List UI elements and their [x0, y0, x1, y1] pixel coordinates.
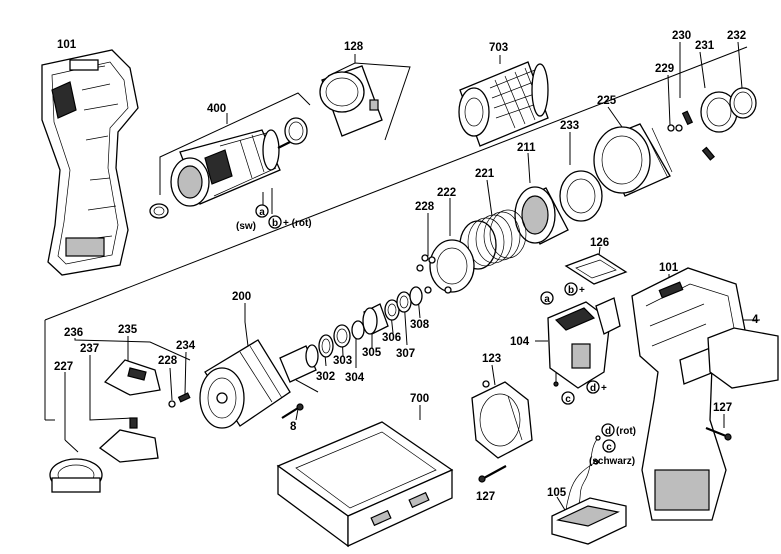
label-231: 231: [695, 40, 715, 52]
left-housing-half: [41, 49, 139, 276]
small-parts-234: [168, 392, 191, 408]
label-235: 235: [118, 324, 138, 336]
label-303: 303: [333, 355, 352, 367]
marker-motor-b: b: [272, 218, 278, 229]
label-307: 307: [396, 348, 415, 360]
label-228-left: 228: [158, 355, 178, 367]
marker-circle-switch-b: [564, 282, 578, 296]
ring-series-300: [318, 286, 423, 358]
label-703: 703: [489, 42, 508, 54]
label-225: 225: [597, 95, 617, 107]
label-230: 230: [672, 30, 691, 42]
label-302: 302: [316, 371, 335, 383]
marker-switch-c: c: [565, 394, 571, 405]
marker-switch-d: d: [590, 383, 596, 394]
label-105: 105: [547, 487, 567, 499]
torque-collar-225: [593, 123, 673, 197]
marker-circle-wire-c: [602, 439, 616, 453]
label-234: 234: [176, 340, 196, 352]
gear-cover-123: [471, 380, 533, 459]
label-700: 700: [410, 393, 429, 405]
note-wire-schwarz: (schwarz): [589, 456, 635, 467]
marker-circle-motor-b: [268, 215, 282, 229]
label-101-left: 101: [57, 39, 77, 51]
label-8: 8: [290, 421, 297, 433]
marker-circle-switch-c: [561, 391, 575, 405]
label-308: 308: [410, 319, 430, 331]
collar-227: [49, 458, 103, 493]
label-228-top: 228: [415, 201, 435, 213]
trigger-switch-104: [547, 297, 621, 389]
note-switch-b-plus: +: [579, 285, 585, 296]
screw-127-bottom: [478, 465, 507, 483]
marker-motor-a: a: [259, 207, 265, 218]
washer-set-right: [667, 87, 757, 161]
label-400: 400: [207, 103, 226, 115]
plate-126: [564, 253, 628, 285]
circled-markers: [255, 204, 616, 453]
right-housing-half: [631, 267, 779, 521]
label-211: 211: [517, 142, 536, 154]
gear-ring-128: [319, 65, 383, 137]
label-306: 306: [382, 332, 401, 344]
label-127-bottom: 127: [476, 491, 495, 503]
label-128: 128: [344, 41, 364, 53]
label-200: 200: [232, 291, 251, 303]
label-222: 222: [437, 187, 456, 199]
screw-127-right: [705, 426, 732, 441]
label-123: 123: [482, 353, 501, 365]
carry-case-700: [276, 421, 454, 548]
marker-wire-d: d: [605, 426, 611, 437]
label-227: 227: [54, 361, 73, 373]
keyless-chuck: [458, 61, 549, 147]
marker-wire-c: c: [606, 442, 612, 453]
balls-228: [416, 254, 429, 272]
label-229: 229: [655, 63, 674, 75]
label-237: 237: [80, 343, 99, 355]
note-switch-d-plus: +: [601, 383, 607, 394]
ring-222: [424, 239, 475, 294]
label-233: 233: [560, 120, 579, 132]
label-104: 104: [510, 336, 530, 348]
label-236: 236: [64, 327, 83, 339]
label-304: 304: [345, 372, 365, 384]
marker-switch-a: a: [544, 294, 550, 305]
motor-assembly: [149, 117, 308, 219]
label-127-right: 127: [713, 402, 732, 414]
marker-circle-switch-a: [540, 291, 554, 305]
marker-circle-wire-d: [601, 423, 615, 437]
gearbox-200: [199, 339, 319, 429]
battery-terminal-105: [551, 435, 627, 545]
note-wire-rot: (rot): [616, 426, 636, 437]
washer-233: [559, 170, 603, 222]
label-4: 4: [752, 314, 759, 326]
clutch-parts-235: [98, 359, 161, 463]
marker-circle-switch-d: [586, 380, 600, 394]
screw-8: [281, 403, 304, 419]
note-motor-rot: + (rot): [283, 218, 312, 229]
marker-circle-motor-a: [255, 204, 269, 218]
label-221: 221: [475, 168, 495, 180]
label-101-right: 101: [659, 262, 679, 274]
marker-switch-b: b: [568, 285, 574, 296]
note-motor-sw: (sw): [236, 221, 256, 232]
label-126: 126: [590, 237, 609, 249]
label-305: 305: [362, 347, 382, 359]
label-232: 232: [727, 30, 746, 42]
ring-211: [514, 186, 569, 245]
